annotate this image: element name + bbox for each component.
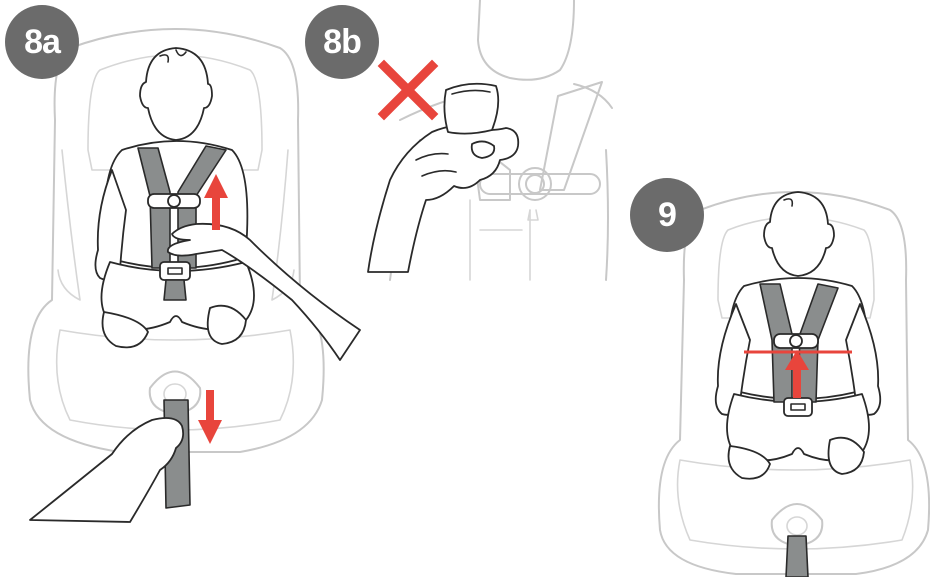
baby-head-9 <box>764 192 834 276</box>
step-8a-illustration <box>0 0 370 530</box>
step-badge-9: 9 <box>630 178 704 252</box>
adult-hand-bottom <box>30 418 183 522</box>
step-8b-illustration <box>360 0 620 285</box>
baby-head <box>140 48 212 140</box>
crotch-buckle-9 <box>784 398 812 416</box>
seat-side-wing-left <box>58 150 80 300</box>
crotch-buckle <box>160 262 190 280</box>
step-badge-8b: 8b <box>305 5 379 79</box>
step-badge-8a: 8a <box>5 5 79 79</box>
down-arrow-icon <box>198 390 222 444</box>
baby-neck <box>478 0 574 80</box>
adult-hand-8b <box>368 126 518 272</box>
cross-icon <box>384 66 432 114</box>
